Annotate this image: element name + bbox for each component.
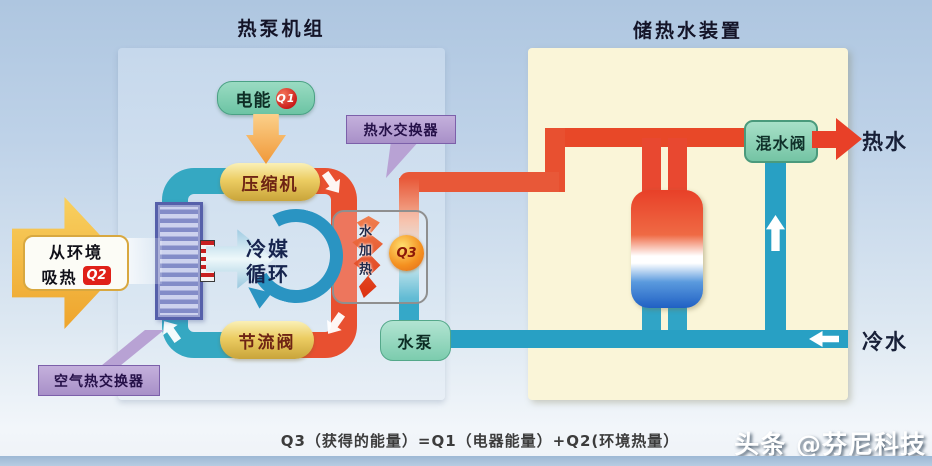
hot-water-tank bbox=[631, 190, 703, 308]
heat-pump-title: 热泵机组 bbox=[237, 18, 326, 40]
electric-energy-label: 电能 bbox=[235, 90, 272, 111]
refrigerant-cycle-line2: 循环 bbox=[246, 262, 290, 286]
mixing-valve-badge: 混水阀 bbox=[744, 120, 818, 163]
compressor-pill: 压缩机 bbox=[220, 163, 320, 201]
hot-water-exchanger-badge: 热水交换器 bbox=[346, 115, 456, 144]
tank-hot-inlet-pipe bbox=[642, 138, 661, 194]
water-heating-label: 水加热 bbox=[356, 224, 371, 281]
bottom-strip bbox=[0, 456, 932, 466]
q1-badge: Q1 bbox=[275, 87, 297, 109]
electric-energy-badge: 电能 Q1 bbox=[217, 81, 315, 115]
air-heat-exchanger-badge: 空气热交换器 bbox=[38, 365, 160, 396]
q2-badge: Q2 bbox=[82, 266, 111, 285]
refrigerant-cycle-label: 冷媒 循环 bbox=[232, 237, 304, 287]
hot-water-pipe-top-run bbox=[545, 128, 770, 147]
hot-water-out-arrow-shaft bbox=[812, 131, 838, 148]
env-heat-line1: 从环境 bbox=[48, 242, 103, 262]
hot-water-label: 热水 bbox=[862, 130, 908, 154]
watermark: 头条 @芬尼科技 bbox=[734, 430, 926, 459]
hot-water-pipe-bend bbox=[399, 172, 559, 192]
cold-water-pipe-bottom-run bbox=[447, 330, 848, 348]
throttle-valve-pill: 节流阀 bbox=[220, 321, 314, 359]
hot-water-out-arrow-icon bbox=[836, 118, 862, 160]
env-heat-line2: 吸热 bbox=[41, 267, 78, 287]
q3-badge: Q3 bbox=[389, 235, 424, 271]
storage-title: 储热水装置 bbox=[632, 20, 743, 42]
energy-formula: Q3（获得的能量）=Q1（电器能量）+Q2(环境热量） bbox=[280, 432, 680, 450]
cold-water-label: 冷水 bbox=[862, 330, 908, 354]
tank-hot-outlet-pipe bbox=[668, 138, 687, 194]
env-heat-box: 从环境 吸热 Q2 bbox=[23, 235, 129, 291]
refrigerant-cycle-line1: 冷媒 bbox=[246, 237, 290, 261]
radiator-icon bbox=[155, 202, 203, 320]
water-pump-pill: 水泵 bbox=[380, 320, 451, 361]
